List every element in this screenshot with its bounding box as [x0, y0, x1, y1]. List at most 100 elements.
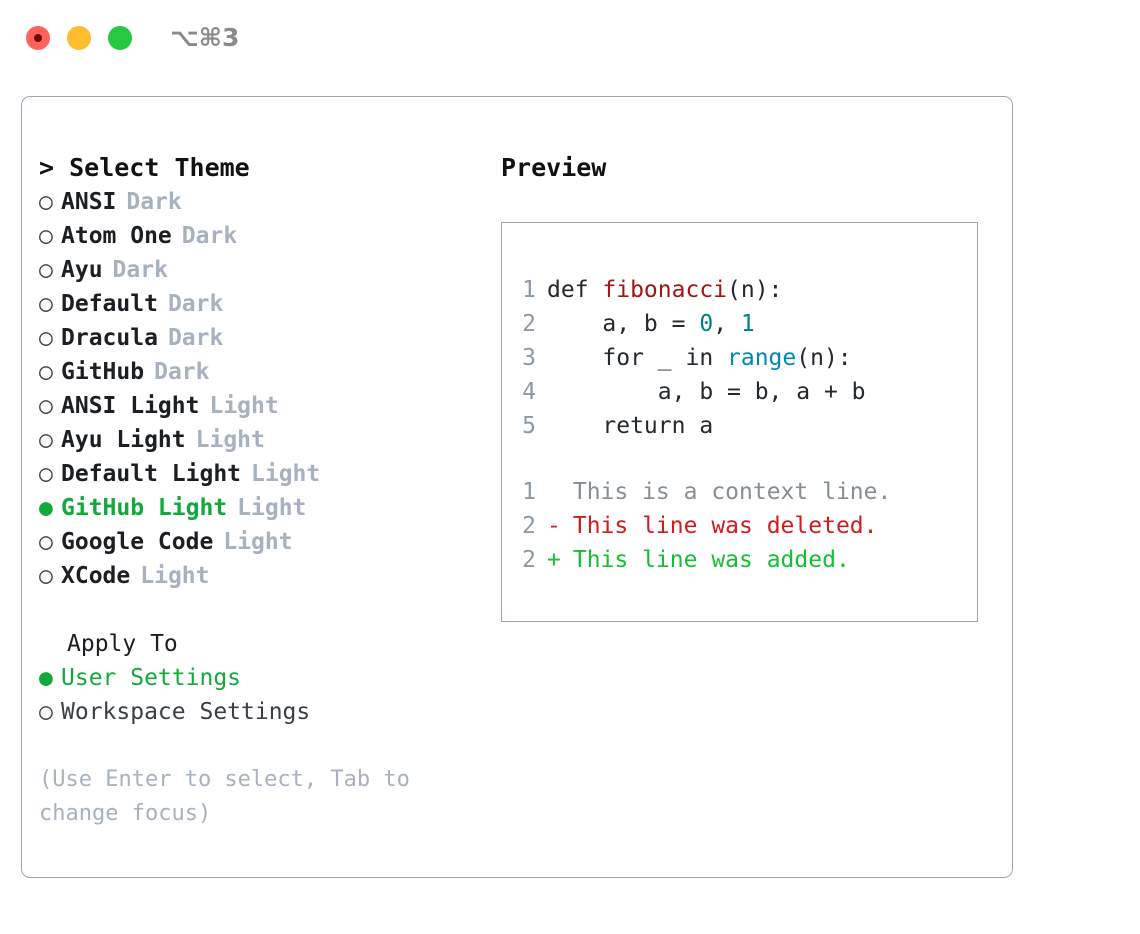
code-token: 1: [740, 311, 755, 337]
theme-variant-badge: Light: [195, 427, 265, 453]
line-number: 2: [522, 311, 536, 337]
code-line: 3 for _ in range(n):: [514, 341, 971, 375]
diff-text: This line was deleted.: [559, 513, 878, 539]
apply-to-option[interactable]: ●User Settings: [39, 661, 489, 695]
line-number: 4: [522, 379, 536, 405]
theme-variant-badge: Light: [251, 461, 321, 487]
theme-name: Dracula: [61, 325, 158, 351]
theme-name: Default: [61, 291, 158, 317]
theme-variant-badge: Dark: [181, 223, 238, 249]
close-window-icon[interactable]: [26, 26, 50, 50]
theme-variant-badge: Light: [237, 495, 307, 521]
theme-variant-badge: Light: [140, 563, 210, 589]
theme-name: Google Code: [61, 529, 214, 555]
code-token: range: [727, 345, 797, 371]
theme-list-item[interactable]: ○ Ayu Light Light: [39, 423, 489, 457]
code-line: 4 a, b = b, a + b: [514, 375, 971, 409]
theme-list-item[interactable]: ○ XCode Light: [39, 559, 489, 593]
apply-to-section: Apply To ●User Settings ○ Workspace Settin…: [39, 627, 489, 729]
radio-unselected-icon[interactable]: ○: [39, 393, 53, 419]
code-token: for _ in: [547, 345, 728, 371]
traffic-lights: [26, 26, 132, 50]
theme-list-item[interactable]: ○ Default Light Light: [39, 457, 489, 491]
code-token: return a: [547, 413, 714, 439]
line-number: 2: [522, 513, 536, 539]
diff-line-add: 2 + This line was added.: [514, 543, 971, 577]
radio-unselected-icon[interactable]: ○: [39, 699, 53, 725]
diff-line-ctx: 1 This is a context line.: [514, 475, 971, 509]
preview-title: Preview: [501, 153, 607, 182]
apply-to-options[interactable]: ●User Settings ○ Workspace Settings: [39, 661, 489, 729]
radio-unselected-icon[interactable]: ○: [39, 189, 53, 215]
diff-line-del: 2- This line was deleted.: [514, 509, 971, 543]
apply-to-option[interactable]: ○ Workspace Settings: [39, 695, 489, 729]
diff-sample: 1 This is a context line.2- This line wa…: [514, 475, 971, 577]
title-bar: ⌥⌘3: [0, 0, 1140, 78]
theme-name: Default Light: [61, 461, 242, 487]
code-token: (n):: [796, 345, 852, 371]
theme-list-item[interactable]: ○ GitHub Dark: [39, 355, 489, 389]
radio-unselected-icon[interactable]: ○: [39, 427, 53, 453]
theme-name: GitHub: [61, 359, 145, 385]
diff-marker: [547, 475, 559, 509]
code-token: 0: [699, 311, 714, 337]
page-title: > Select Theme: [39, 153, 250, 182]
maximize-window-icon[interactable]: [108, 26, 132, 50]
radio-unselected-icon[interactable]: ○: [39, 359, 53, 385]
code-token: (n):: [727, 277, 783, 303]
theme-variant-badge: Dark: [167, 291, 224, 317]
code-token: def: [547, 277, 603, 303]
theme-name: Ayu: [61, 257, 103, 283]
theme-list-item[interactable]: ○ Default Dark: [39, 287, 489, 321]
theme-variant-badge: Dark: [126, 189, 182, 215]
theme-list-item[interactable]: ○ Ayu Dark: [39, 253, 489, 287]
radio-unselected-icon[interactable]: ○: [39, 563, 53, 589]
radio-selected-icon[interactable]: ●: [39, 495, 53, 521]
theme-name: XCode: [61, 563, 131, 589]
radio-unselected-icon[interactable]: ○: [39, 325, 53, 351]
radio-unselected-icon[interactable]: ○: [39, 461, 53, 487]
diff-marker: +: [547, 547, 561, 573]
radio-unselected-icon[interactable]: ○: [39, 291, 53, 317]
radio-selected-icon[interactable]: ●: [39, 665, 53, 691]
theme-list-item[interactable]: ○ Dracula Dark: [39, 321, 489, 355]
radio-unselected-icon[interactable]: ○: [39, 529, 53, 555]
theme-variant-badge: Dark: [112, 257, 168, 283]
theme-name: Atom One: [61, 223, 172, 249]
line-number: 3: [522, 345, 536, 371]
line-number: 1: [522, 479, 536, 505]
line-number: 2: [522, 547, 536, 573]
apply-to-label: Workspace Settings: [61, 699, 311, 725]
keyboard-hint: (Use Enter to select, Tab to change focu…: [39, 767, 410, 826]
theme-list-item[interactable]: ○ ANSI Dark: [39, 185, 489, 219]
diff-text: This line was added.: [559, 547, 850, 573]
apply-to-heading: Apply To: [67, 631, 178, 657]
theme-list-item[interactable]: ○ Atom One Dark: [39, 219, 489, 253]
theme-variant-badge: Dark: [167, 325, 224, 351]
diff-marker: -: [547, 513, 561, 539]
theme-name: ANSI Light: [61, 393, 200, 419]
code-token: ,: [713, 311, 741, 337]
theme-name: ANSI: [61, 189, 117, 215]
diff-text: This is a context line.: [559, 479, 892, 505]
line-number: 1: [522, 277, 536, 303]
line-number: 5: [522, 413, 536, 439]
theme-variant-badge: Dark: [154, 359, 210, 385]
code-token: a, b =: [547, 311, 700, 337]
radio-unselected-icon[interactable]: ○: [39, 257, 53, 283]
radio-unselected-icon[interactable]: ○: [39, 223, 53, 249]
keyboard-shortcut-label: ⌥⌘3: [170, 23, 240, 52]
theme-name: Ayu Light: [61, 427, 186, 453]
code-line: 5 return a: [514, 409, 971, 443]
minimize-window-icon[interactable]: [67, 26, 91, 50]
